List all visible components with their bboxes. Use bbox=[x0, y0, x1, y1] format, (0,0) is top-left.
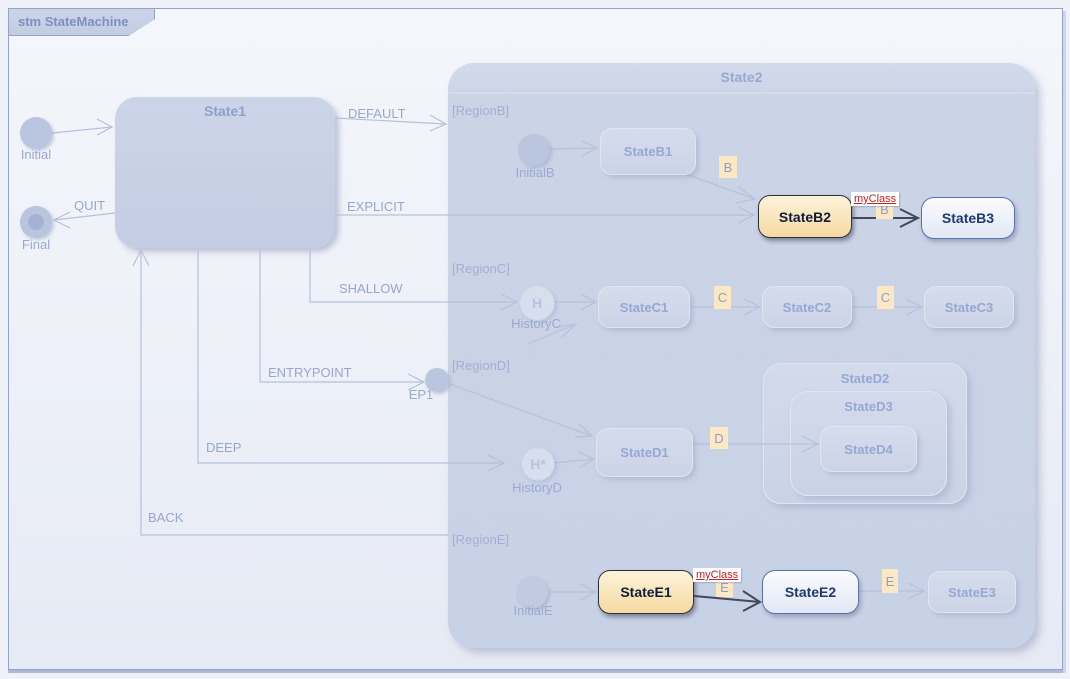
stateb2-title: StateB2 bbox=[778, 208, 832, 225]
state-statec3[interactable]: StateC3 bbox=[924, 286, 1014, 328]
statee1-title: StateE1 bbox=[620, 584, 672, 600]
transition-shallow-line[interactable] bbox=[309, 248, 519, 311]
diagram-title: stm StateMachine bbox=[18, 14, 129, 29]
stateb3-title: StateB3 bbox=[941, 210, 995, 226]
statec1-title: StateC1 bbox=[619, 299, 669, 315]
state-statec1[interactable]: StateC1 bbox=[598, 286, 690, 328]
final-node-inner bbox=[28, 214, 44, 230]
statee3-title: StateE3 bbox=[948, 584, 996, 600]
transition-initial-state1[interactable] bbox=[51, 118, 114, 136]
myclass-label-b[interactable]: myClass bbox=[851, 192, 900, 206]
state-stated1[interactable]: StateD1 bbox=[596, 428, 693, 477]
stateb1-title: StateB1 bbox=[623, 144, 673, 159]
historyc-label: HistoryC bbox=[511, 316, 561, 331]
diagram-frame-tab: stm StateMachine bbox=[8, 8, 155, 36]
transition-entrypoint-label[interactable]: ENTRYPOINT bbox=[268, 365, 352, 380]
historyd-glyph: H* bbox=[530, 456, 546, 472]
trigger-d-stated1[interactable]: D bbox=[710, 427, 728, 449]
trigger-c1-text: C bbox=[717, 290, 728, 305]
state-statec2[interactable]: StateC2 bbox=[762, 286, 852, 328]
statec3-title: StateC3 bbox=[944, 299, 994, 315]
stated2-title: StateD2 bbox=[840, 371, 890, 386]
final-label: Final bbox=[21, 237, 51, 252]
stated1-title: StateD1 bbox=[620, 445, 669, 460]
region-d-label: [RegionD] bbox=[452, 358, 510, 373]
region-b-label: [RegionB] bbox=[452, 103, 510, 118]
statec2-title: StateC2 bbox=[782, 299, 832, 315]
transition-explicit-line[interactable] bbox=[335, 206, 756, 224]
transition-explicit-label[interactable]: EXPLICIT bbox=[347, 199, 405, 214]
state-stated4[interactable]: StateD4 bbox=[820, 426, 917, 472]
transition-ep1-stated1[interactable] bbox=[449, 383, 594, 438]
transition-back-line[interactable] bbox=[132, 248, 448, 536]
trigger-c-statec2[interactable]: C bbox=[877, 286, 894, 309]
initial-label: Initial bbox=[20, 147, 52, 162]
transition-initiale-statee1[interactable] bbox=[549, 583, 598, 601]
transition-shallow-label[interactable]: SHALLOW bbox=[339, 281, 403, 296]
initialb-label: InitialB bbox=[515, 165, 555, 180]
trigger-e2-text: E bbox=[885, 573, 895, 589]
transition-historyd-stated1[interactable] bbox=[552, 451, 596, 468]
ep1-node[interactable] bbox=[425, 368, 449, 392]
state-statee3[interactable]: StateE3 bbox=[928, 571, 1016, 613]
transition-default-label[interactable]: DEFAULT bbox=[348, 106, 406, 121]
transition-stateb1-stateb2[interactable] bbox=[679, 171, 757, 204]
transition-initialb-stateb1[interactable] bbox=[549, 140, 599, 157]
initialb-node[interactable] bbox=[518, 134, 550, 166]
state2-title: State2 bbox=[720, 69, 763, 85]
historyc-node[interactable]: H bbox=[519, 285, 555, 321]
trigger-d-text: D bbox=[714, 430, 724, 446]
transition-quit-line[interactable] bbox=[52, 211, 116, 229]
historyd-label: HistoryD bbox=[512, 480, 562, 495]
state-statee1[interactable]: StateE1 bbox=[598, 570, 694, 614]
transition-default-line[interactable] bbox=[334, 114, 448, 132]
historyd-node[interactable]: H* bbox=[521, 447, 555, 481]
transition-deep-line[interactable] bbox=[197, 248, 506, 472]
state-statee2[interactable]: StateE2 bbox=[762, 570, 859, 614]
trigger-c-statec1[interactable]: C bbox=[714, 286, 731, 309]
trigger-c2-text: C bbox=[880, 290, 891, 305]
trigger-b1-text: B bbox=[723, 159, 733, 175]
region-c-label: [RegionC] bbox=[452, 261, 510, 276]
stated3-title: StateD3 bbox=[844, 399, 893, 414]
myclass-b-text: myClass bbox=[854, 193, 897, 205]
transition-back-label[interactable]: BACK bbox=[148, 510, 184, 525]
transition-quit-label[interactable]: QUIT bbox=[74, 198, 106, 213]
transition-statee1-statee2[interactable] bbox=[693, 590, 762, 612]
stated4-title: StateD4 bbox=[844, 441, 893, 457]
initiale-label: InitialE bbox=[513, 603, 553, 618]
transition-historyc-statec1-alt[interactable] bbox=[527, 323, 578, 345]
trigger-e1-text: E bbox=[720, 579, 729, 595]
trigger-b-stateb1[interactable]: B bbox=[719, 156, 737, 178]
myclass-label-e[interactable]: myClass bbox=[693, 568, 742, 582]
trigger-b2-text: B bbox=[880, 201, 889, 217]
transition-entrypoint-line[interactable] bbox=[259, 248, 426, 391]
state-stateb3[interactable]: StateB3 bbox=[921, 197, 1015, 239]
trigger-e-statee2[interactable]: E bbox=[882, 569, 898, 593]
ep1-label: EP1 bbox=[408, 387, 434, 402]
state-stateb2[interactable]: StateB2 bbox=[758, 195, 852, 238]
initiale-node[interactable] bbox=[516, 576, 548, 608]
myclass-e-text: myClass bbox=[696, 569, 739, 581]
state-state1[interactable]: State1 bbox=[115, 97, 335, 248]
final-node[interactable] bbox=[20, 206, 52, 238]
initial-node[interactable] bbox=[20, 117, 52, 149]
transition-deep-label[interactable]: DEEP bbox=[206, 440, 242, 455]
state1-title: State1 bbox=[203, 103, 247, 119]
historyc-glyph: H bbox=[531, 295, 543, 311]
trigger-e-statee1[interactable]: E bbox=[716, 577, 733, 597]
state-stateb1[interactable]: StateB1 bbox=[600, 128, 696, 175]
statee2-title: StateE2 bbox=[784, 584, 837, 600]
transition-historyc-statec1[interactable] bbox=[553, 293, 598, 311]
region-e-label: [RegionE] bbox=[452, 532, 510, 547]
